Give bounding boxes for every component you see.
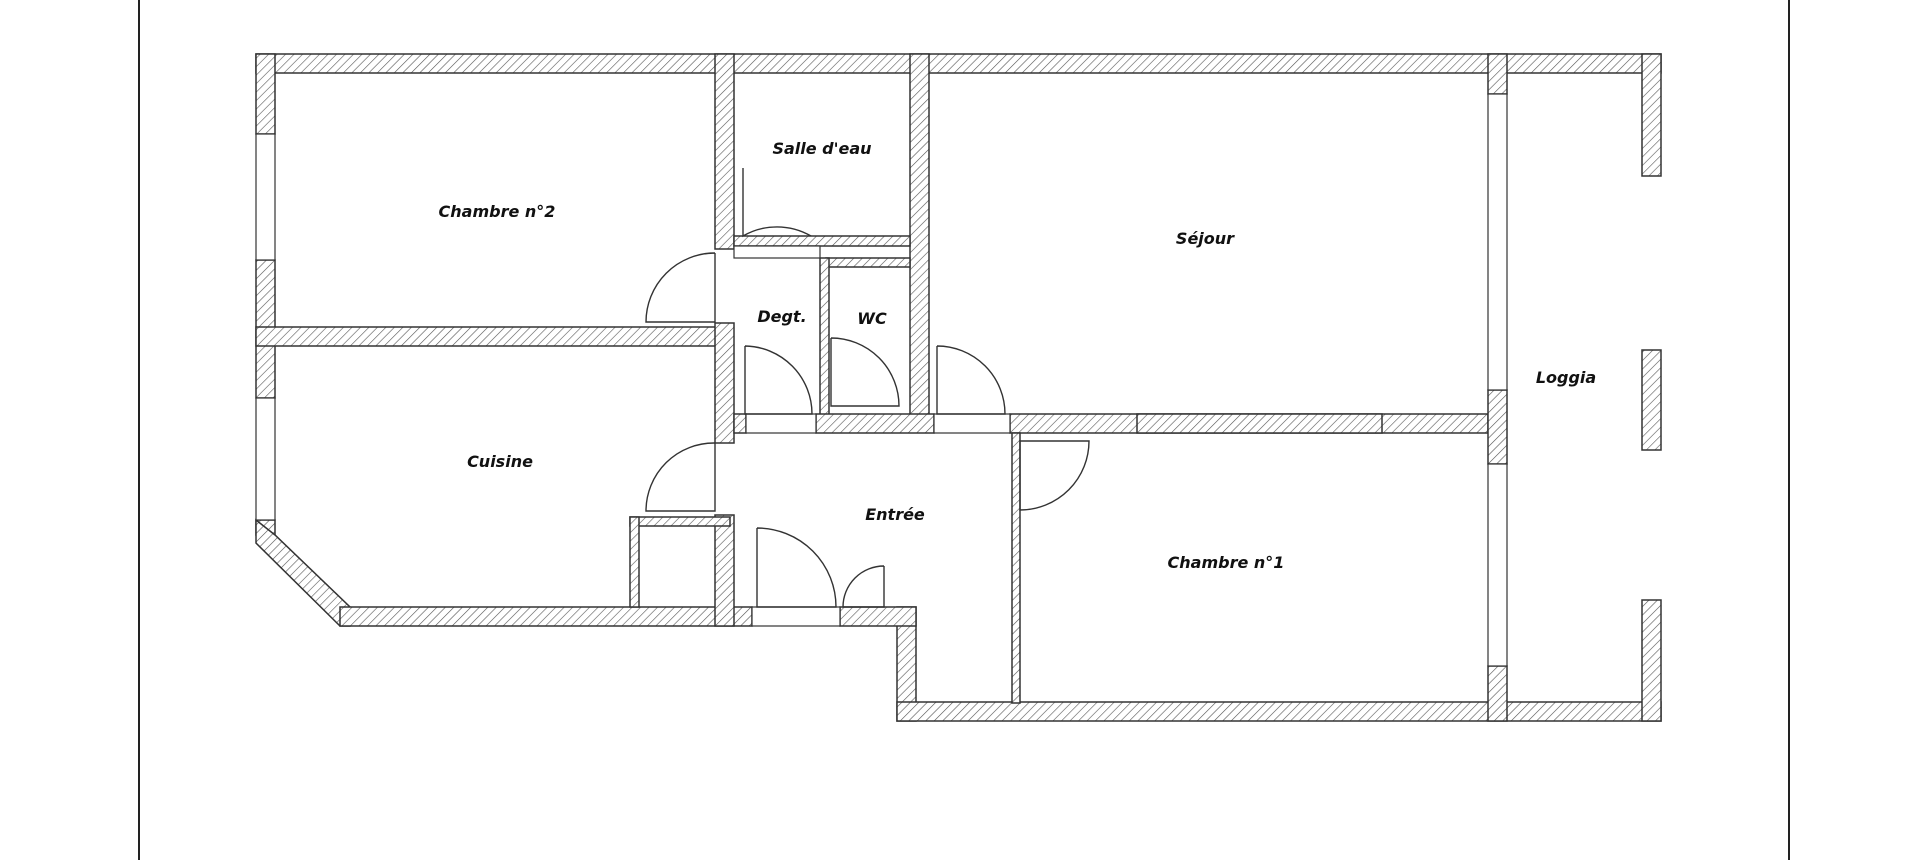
wall-closet-left [629, 516, 640, 608]
wall-top [255, 53, 1662, 74]
wall-diagonal [255, 518, 351, 627]
window-left-1 [255, 133, 276, 261]
wall-closet-top [629, 516, 731, 527]
room-label-chambre2: Chambre n°2 [439, 202, 556, 221]
wall-v-lower [714, 514, 735, 627]
room-label-sejour: Séjour [1176, 229, 1235, 248]
door-salle-eau [742, 168, 812, 238]
wall-entry-step-h [839, 606, 917, 627]
wall-entree-top-mid [815, 413, 935, 434]
window-loggia-2 [1487, 463, 1508, 667]
window-degt-top [733, 245, 821, 259]
door-degt [744, 345, 813, 415]
window-degt-bottom [745, 413, 817, 434]
window-loggia-1 [1487, 93, 1508, 391]
wall-entree-right [1011, 432, 1021, 704]
door-wc [830, 337, 900, 407]
wall-left-1 [255, 53, 276, 135]
doors [645, 168, 1090, 608]
door-chambre2 [645, 252, 716, 323]
wall-sejour-bottom-low [1136, 413, 1383, 434]
door-entree-main [756, 527, 837, 608]
room-label-salle-eau: Salle d'eau [772, 139, 871, 158]
room-label-chambre1: Chambre n°1 [1168, 553, 1285, 572]
wall-salle-eau-right [909, 53, 930, 417]
room-labels: Chambre n°2 Salle d'eau Séjour Degt. WC … [439, 139, 1597, 572]
walls [255, 53, 1662, 722]
wall-wc-left [819, 257, 830, 417]
window-sejour-door [933, 413, 1011, 434]
wall-chambre2-cuisine [255, 326, 717, 347]
wall-entree-top-left [733, 413, 747, 434]
wall-bottom-kitchen [339, 606, 753, 627]
wall-loggia-mid [1487, 389, 1508, 465]
door-chambre1 [1019, 440, 1090, 511]
door-entree-secondary [842, 565, 885, 608]
window-left-2 [255, 397, 276, 521]
room-label-loggia: Loggia [1536, 368, 1596, 387]
wall-right-3 [1641, 599, 1662, 722]
wall-wc-top [825, 257, 911, 268]
wall-salle-eau-bottom [733, 235, 911, 247]
window-entree-bottom [751, 606, 841, 627]
windows [255, 93, 1508, 667]
room-label-degt: Degt. [757, 307, 806, 326]
room-label-cuisine: Cuisine [467, 452, 533, 471]
door-sejour [936, 345, 1006, 415]
wall-loggia-bottom [1487, 665, 1508, 722]
wall-right-2 [1641, 349, 1662, 451]
room-label-entree: Entrée [865, 505, 925, 524]
wall-v-middle [714, 322, 735, 444]
room-label-wc: WC [857, 309, 887, 328]
wall-right-1 [1641, 53, 1662, 177]
door-cuisine [645, 442, 716, 512]
wall-bottom-right [896, 701, 1662, 722]
wall-loggia-top [1487, 53, 1508, 95]
wall-v-chambre2-right [714, 53, 735, 250]
